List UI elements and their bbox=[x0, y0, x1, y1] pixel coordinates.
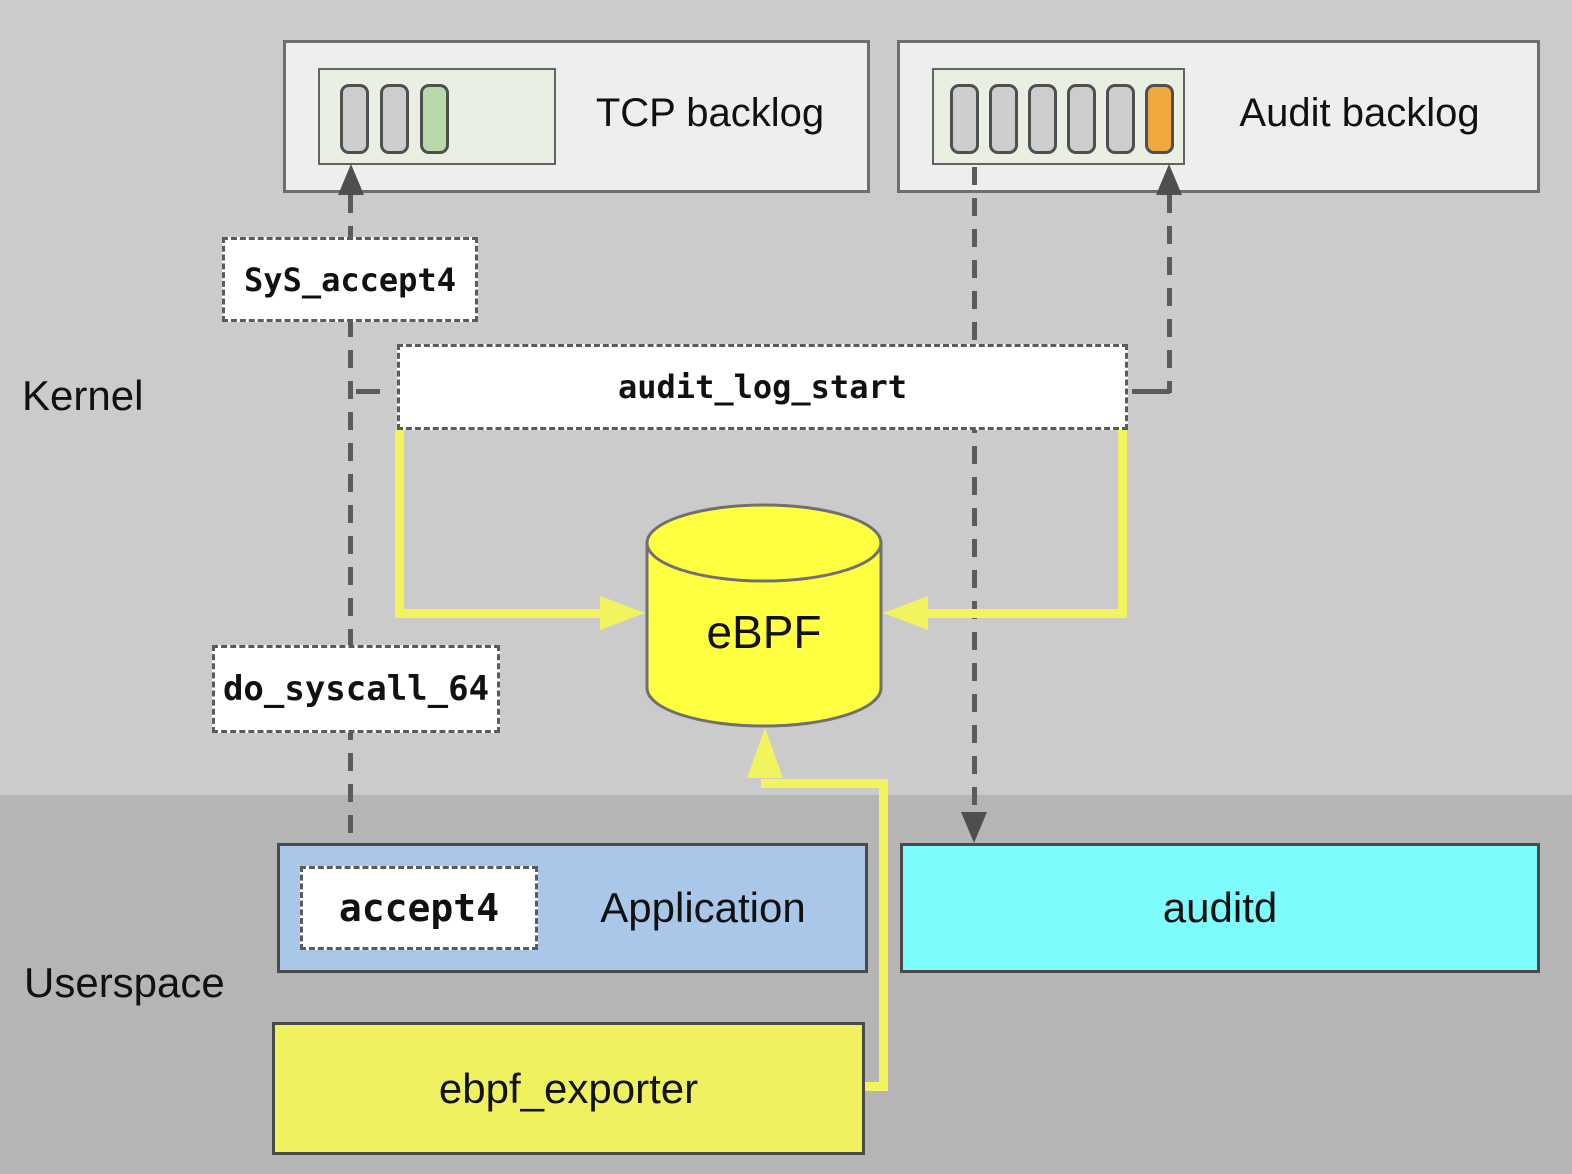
arrow-into-audit-backlog-icon bbox=[1156, 164, 1182, 195]
arrow-into-auditd-icon bbox=[961, 812, 987, 843]
ebpf-cylinder bbox=[645, 503, 883, 728]
audit-log-start-box: audit_log_start bbox=[397, 344, 1128, 430]
kernel-label: Kernel bbox=[22, 372, 144, 419]
application-label: Application bbox=[600, 884, 806, 931]
arrow-into-ebpf-left-icon bbox=[600, 596, 645, 630]
tcp-slot bbox=[340, 84, 369, 154]
audit-slot bbox=[989, 84, 1018, 154]
do-syscall-64-box: do_syscall_64 bbox=[212, 645, 500, 733]
audit-backlog-queue bbox=[932, 68, 1185, 165]
arrow-into-tcp-backlog-icon bbox=[338, 164, 364, 195]
sys-accept4-box: SyS_accept4 bbox=[222, 237, 478, 322]
accept4-box: accept4 bbox=[300, 866, 538, 950]
auditd-box: auditd bbox=[900, 843, 1540, 973]
audit-backlog-label: Audit backlog bbox=[1239, 91, 1480, 135]
syscall-flow-line bbox=[348, 195, 353, 843]
tcp-slot bbox=[420, 84, 449, 154]
audit-slot bbox=[1067, 84, 1096, 154]
tcp-backlog-queue bbox=[318, 68, 556, 165]
hook-right-horizontal bbox=[928, 609, 1127, 618]
arrow-into-ebpf-bottom-icon bbox=[747, 728, 783, 778]
tcp-slot bbox=[380, 84, 409, 154]
syscall-to-auditlog-branch bbox=[356, 389, 380, 394]
userspace-label: Userspace bbox=[24, 959, 225, 1006]
hook-left-horizontal bbox=[395, 609, 605, 618]
auditlog-to-backlog-line bbox=[1167, 195, 1172, 393]
exporter-out-horizontal bbox=[858, 1082, 888, 1091]
ebpf-label: eBPF bbox=[706, 606, 822, 658]
ebpf-exporter-box: ebpf_exporter bbox=[272, 1022, 865, 1155]
exporter-top-horizontal bbox=[761, 779, 888, 788]
audit-slot bbox=[1145, 84, 1174, 154]
exporter-vertical bbox=[879, 779, 888, 1091]
audit-to-auditd-line bbox=[972, 167, 977, 812]
tcp-backlog-label: TCP backlog bbox=[595, 91, 825, 135]
audit-backlog-box bbox=[897, 40, 1540, 193]
audit-slot bbox=[1106, 84, 1135, 154]
hook-right-vertical bbox=[1118, 430, 1127, 617]
audit-slot bbox=[950, 84, 979, 154]
arrow-into-ebpf-right-icon bbox=[883, 596, 928, 630]
audit-slot bbox=[1028, 84, 1057, 154]
auditlog-to-backlog-branch bbox=[1132, 389, 1170, 394]
hook-left-vertical bbox=[395, 430, 404, 617]
